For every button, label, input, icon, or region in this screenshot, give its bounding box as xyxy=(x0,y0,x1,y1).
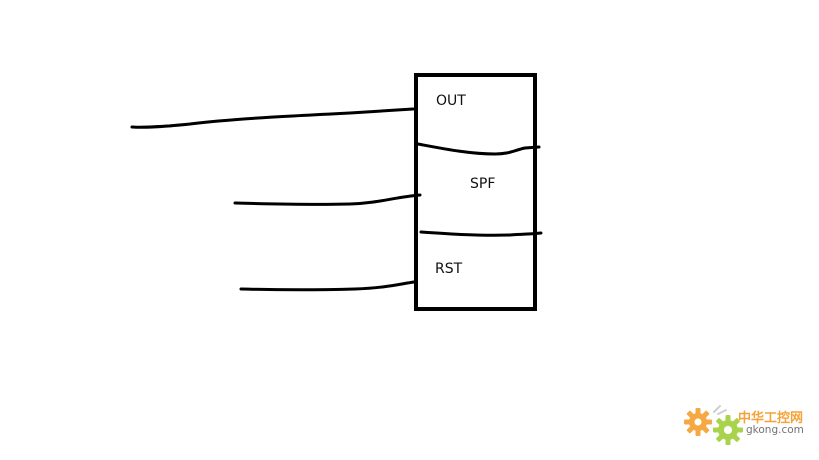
wire-out-scribble xyxy=(133,124,176,128)
block-label-spf: SPF xyxy=(470,176,496,192)
gear-green-icon xyxy=(713,415,743,445)
function-block-outline xyxy=(414,73,537,311)
watermark-domain: gkong.com xyxy=(746,424,804,436)
gear-orange-icon xyxy=(684,408,712,436)
block-label-out: OUT xyxy=(436,93,466,109)
wire-rst xyxy=(239,280,416,292)
wire-out xyxy=(130,107,415,129)
gkong-watermark-logo xyxy=(684,405,743,445)
wire-spf xyxy=(233,193,422,206)
divider-out-spf xyxy=(416,142,541,156)
divider-spf-rst xyxy=(419,230,543,237)
spark-icon xyxy=(713,405,727,415)
block-label-rst: RST xyxy=(435,261,463,277)
watermark-site-name: 中华工控网 xyxy=(738,411,804,426)
